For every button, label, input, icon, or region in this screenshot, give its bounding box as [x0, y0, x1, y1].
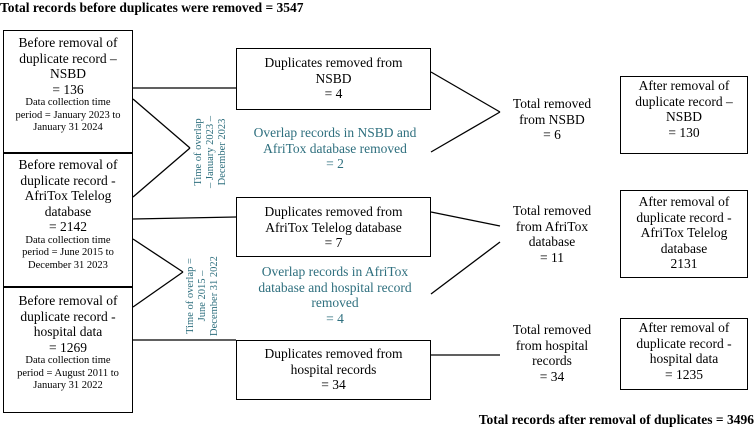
- after-afritox-line-3: AfriTox Telelog: [640, 225, 728, 240]
- overlap-2-line-1: Overlap records in AfriTox: [261, 264, 409, 279]
- total-removed-hospital-line-1: Total removed: [512, 322, 592, 337]
- total-after-label: Total records after removal of duplicate…: [478, 412, 754, 427]
- overlap-period-1-label: Time of overlap – January 2023 – Decembe…: [193, 97, 231, 207]
- source-nsbd-line-3: NSBD: [49, 66, 86, 81]
- source-afritox-period-1: Data collection time: [25, 234, 111, 246]
- total-removed-nsbd-line-2: from NSBD: [519, 111, 585, 127]
- total-removed-afritox-line-1: Total removed: [512, 203, 592, 218]
- total-removed-hospital-line-2: from hospital: [515, 337, 589, 353]
- source-afritox-line-1: Before removal of: [18, 157, 118, 172]
- source-hospital-line-2: duplicate record -: [20, 308, 116, 324]
- overlap-2-line-2: database and hospital record: [258, 279, 412, 295]
- duplicates-box-nsbd: Duplicates removed from NSBD = 4: [236, 48, 431, 110]
- duplicates-hospital-line-1: Duplicates removed from: [264, 346, 403, 361]
- after-afritox-line-1: After removal of: [638, 194, 730, 209]
- source-nsbd-line-1: Before removal of: [18, 35, 118, 50]
- after-hospital-line-1: After removal of: [638, 320, 730, 335]
- source-box-afritox: Before removal of duplicate record - Afr…: [3, 153, 133, 287]
- total-removed-hospital-count: = 34: [539, 368, 565, 384]
- overlap-period-2-line-1: Time of overlap =: [185, 258, 196, 334]
- after-hospital-count: = 1235: [665, 366, 703, 382]
- after-afritox-line-4: database: [660, 240, 708, 256]
- overlap-period-1-line-2: – January 2023 –: [205, 115, 216, 189]
- overlap-period-2-label: Time of overlap = June 2015 – December 3…: [185, 241, 223, 351]
- source-afritox-line-2: duplicate record -: [20, 172, 116, 188]
- total-before-label: Total records before duplicates were rem…: [0, 0, 304, 15]
- after-nsbd-count: = 130: [668, 124, 700, 140]
- source-afritox-line-3: AfriTox Telelog: [24, 188, 112, 203]
- total-removed-hospital-line-3: records: [532, 353, 572, 368]
- duplicates-box-afritox: Duplicates removed from AfriTox Telelog …: [236, 197, 431, 257]
- after-afritox-line-2: duplicate record -: [636, 209, 732, 225]
- source-afritox-period-2: period = June 2015 to: [22, 247, 114, 258]
- overlap-1-line-1: Overlap records in NSBD and: [253, 125, 417, 140]
- connector-dup-total-afritox: [430, 211, 501, 227]
- source-nsbd-line-2: duplicate record –: [19, 50, 117, 66]
- after-nsbd-line-2: duplicate record –: [635, 93, 733, 109]
- after-hospital-line-2: duplicate record -: [636, 335, 732, 351]
- source-hospital-line-3: hospital data: [33, 324, 103, 339]
- duplicates-afritox-line-1: Duplicates removed from: [264, 204, 403, 219]
- connector-nsbd-overlap: [132, 98, 191, 149]
- duplicates-afritox-line-2: AfriTox Telelog database: [265, 219, 402, 235]
- overlap-2-line-3: removed: [311, 295, 359, 310]
- after-nsbd-line-1: After removal of: [638, 78, 730, 93]
- duplicates-hospital-count: = 34: [321, 377, 346, 392]
- after-nsbd-line-3: NSBD: [665, 109, 702, 124]
- total-removed-nsbd: Total removed from NSBD = 6: [496, 96, 608, 143]
- source-nsbd-period-3: January 31 2024: [33, 122, 103, 133]
- source-hospital-period-1: Data collection time: [25, 355, 111, 366]
- overlap-2-count: = 4: [326, 310, 344, 326]
- overlap-period-1-line-1: Time of overlap: [193, 118, 204, 186]
- total-removed-nsbd-line-1: Total removed: [512, 96, 592, 111]
- duplicates-hospital-line-2: hospital records: [290, 361, 377, 377]
- source-nsbd-period-1: Data collection time: [25, 97, 111, 108]
- total-removed-afritox-line-3: database: [528, 234, 576, 249]
- total-removed-nsbd-count: = 6: [543, 127, 561, 142]
- after-afritox-count: 2131: [670, 256, 698, 271]
- source-box-hospital: Before removal of duplicate record - hos…: [3, 287, 133, 413]
- source-hospital-line-1: Before removal of: [18, 293, 118, 308]
- total-removed-afritox-count: = 11: [540, 249, 564, 265]
- duplicates-box-hospital: Duplicates removed from hospital records…: [236, 340, 431, 400]
- after-box-hospital: After removal of duplicate record - hosp…: [620, 318, 748, 390]
- overlap-period-1-line-3: December 2023: [217, 118, 228, 186]
- duplicates-nsbd-line-1: Duplicates removed from: [264, 55, 403, 70]
- total-removed-hospital: Total removed from hospital records = 34: [496, 322, 608, 384]
- source-hospital-period-3: January 31 2022: [33, 380, 103, 391]
- source-afritox-period-3: December 31 2023: [28, 259, 108, 271]
- after-box-nsbd: After removal of duplicate record – NSBD…: [620, 76, 748, 154]
- source-afritox-count: = 2142: [49, 219, 87, 234]
- total-removed-afritox: Total removed from AfriTox database = 11: [496, 203, 608, 265]
- source-hospital-period-2: period = August 2011 to: [17, 367, 119, 379]
- connector-overlap-total-nsbd: [430, 111, 501, 153]
- connector-dup-total-nsbd: [430, 71, 501, 113]
- overlap-nsbd-afritox: Overlap records in NSBD and AfriTox data…: [236, 125, 434, 172]
- duplicates-afritox-count: = 7: [324, 235, 343, 250]
- connector-afritox-overlap2: [132, 238, 184, 273]
- after-hospital-line-3: hospital data: [649, 351, 719, 366]
- source-box-nsbd: Before removal of duplicate record – NSB…: [3, 30, 133, 153]
- source-nsbd-period-2: period = January 2023 to: [15, 109, 121, 121]
- source-nsbd-count: = 136: [52, 81, 84, 97]
- source-afritox-line-4: database: [44, 203, 92, 219]
- source-hospital-count: = 1269: [49, 339, 87, 355]
- overlap-afritox-hospital: Overlap records in AfriTox database and …: [236, 264, 434, 326]
- connector-hospital-overlap2: [132, 271, 184, 308]
- overlap-1-count: = 2: [326, 156, 344, 171]
- duplicates-nsbd-line-2: NSBD: [315, 70, 352, 86]
- overlap-period-2-line-3: December 31 2022: [209, 256, 220, 336]
- connector-afritox-duplicates: [132, 216, 237, 220]
- connector-overlap-total-afritox: [430, 241, 501, 295]
- after-box-afritox: After removal of duplicate record - Afri…: [620, 190, 748, 278]
- duplicates-nsbd-count: = 4: [324, 86, 343, 101]
- overlap-period-2-line-2: June 2015 –: [197, 270, 208, 322]
- total-removed-afritox-line-2: from AfriTox: [515, 218, 589, 234]
- overlap-1-line-2: AfriTox database removed: [263, 140, 407, 156]
- connector-afritox-overlap1: [132, 147, 191, 198]
